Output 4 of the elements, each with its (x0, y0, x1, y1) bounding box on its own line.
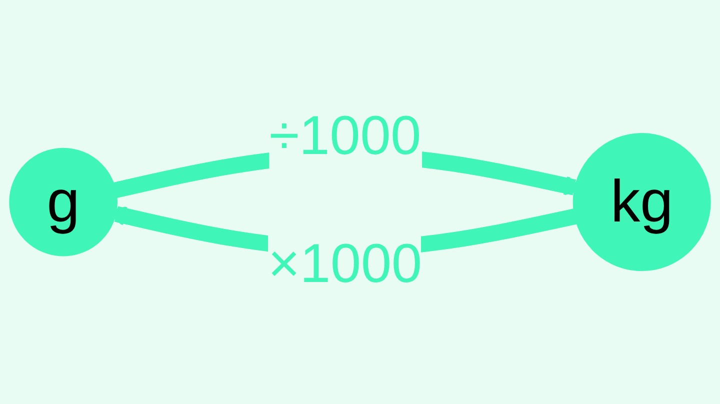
node-circle: g (9, 148, 118, 256)
node-circle: kg (572, 132, 711, 272)
edge-label: ÷1000 (269, 106, 422, 168)
edge-label: ×1000 (268, 234, 422, 296)
